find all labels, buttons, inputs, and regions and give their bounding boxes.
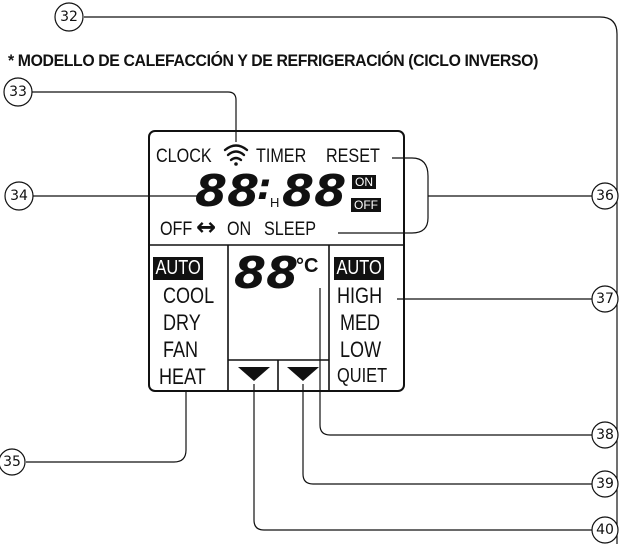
callout-37: 37 (596, 291, 614, 307)
callout-35: 35 (3, 454, 21, 470)
temperature-unit: °C (296, 255, 319, 277)
callout-circle-32 (54, 2, 84, 32)
callout-36: 36 (596, 188, 614, 204)
fan-med: MED (340, 310, 381, 335)
mode-cool: COOL (163, 283, 215, 308)
callout-circle-36 (591, 182, 619, 210)
timer-label: TIMER (256, 146, 307, 167)
callout-circle-40 (591, 516, 619, 544)
unit-h: H (270, 195, 280, 210)
double-arrow-icon: ↔ (196, 213, 217, 241)
callout-circle-35 (0, 448, 26, 476)
callout-38: 38 (596, 427, 614, 443)
mode-fan: FAN (163, 337, 199, 362)
signal-icon (223, 144, 249, 166)
time-hours: 88 (195, 166, 260, 217)
lcd-frame (148, 130, 405, 392)
callout-40: 40 (596, 522, 614, 538)
mode-dry: DRY (163, 310, 201, 335)
callout-34: 34 (10, 188, 28, 204)
leader-bracket-36 (338, 157, 429, 234)
fan-low: LOW (340, 337, 382, 362)
leader-line-40 (253, 384, 592, 531)
callout-circle-38 (591, 421, 619, 449)
temperature-digits: 88 (234, 248, 299, 299)
leader-line-38 (319, 288, 592, 436)
down-arrow-left-icon (238, 367, 270, 381)
outer-frame-line (84, 16, 618, 544)
time-minutes: 88 (282, 166, 347, 217)
callout-circle-39 (591, 470, 619, 498)
callout-32: 32 (60, 9, 78, 25)
on-label: ON (227, 219, 252, 240)
off-badge: OFF (351, 198, 381, 212)
heading: * MODELLO DE CALEFACCIÓN Y DE REFRIGERAC… (8, 51, 538, 70)
callout-circle-34 (4, 181, 34, 211)
off-label: OFF (160, 219, 193, 240)
clock-label: CLOCK (156, 146, 212, 167)
leader-line-39 (302, 384, 592, 485)
mode-heat: HEAT (159, 364, 206, 389)
sleep-label: SLEEP (264, 219, 317, 240)
callout-33: 33 (9, 84, 27, 100)
callout-circle-37 (591, 285, 619, 313)
leader-line-33 (32, 91, 237, 142)
callout-39: 39 (596, 476, 614, 492)
fan-auto: AUTO (334, 257, 385, 280)
leader-line-35 (26, 392, 187, 463)
on-badge: ON (352, 175, 376, 189)
time-separator: : (257, 167, 273, 208)
down-arrow-right-icon (287, 367, 319, 381)
callout-circle-33 (3, 77, 33, 107)
reset-label: RESET (326, 146, 380, 167)
fan-quiet: QUIET (337, 365, 388, 387)
mode-auto: AUTO (153, 257, 204, 280)
fan-high: HIGH (337, 283, 383, 308)
